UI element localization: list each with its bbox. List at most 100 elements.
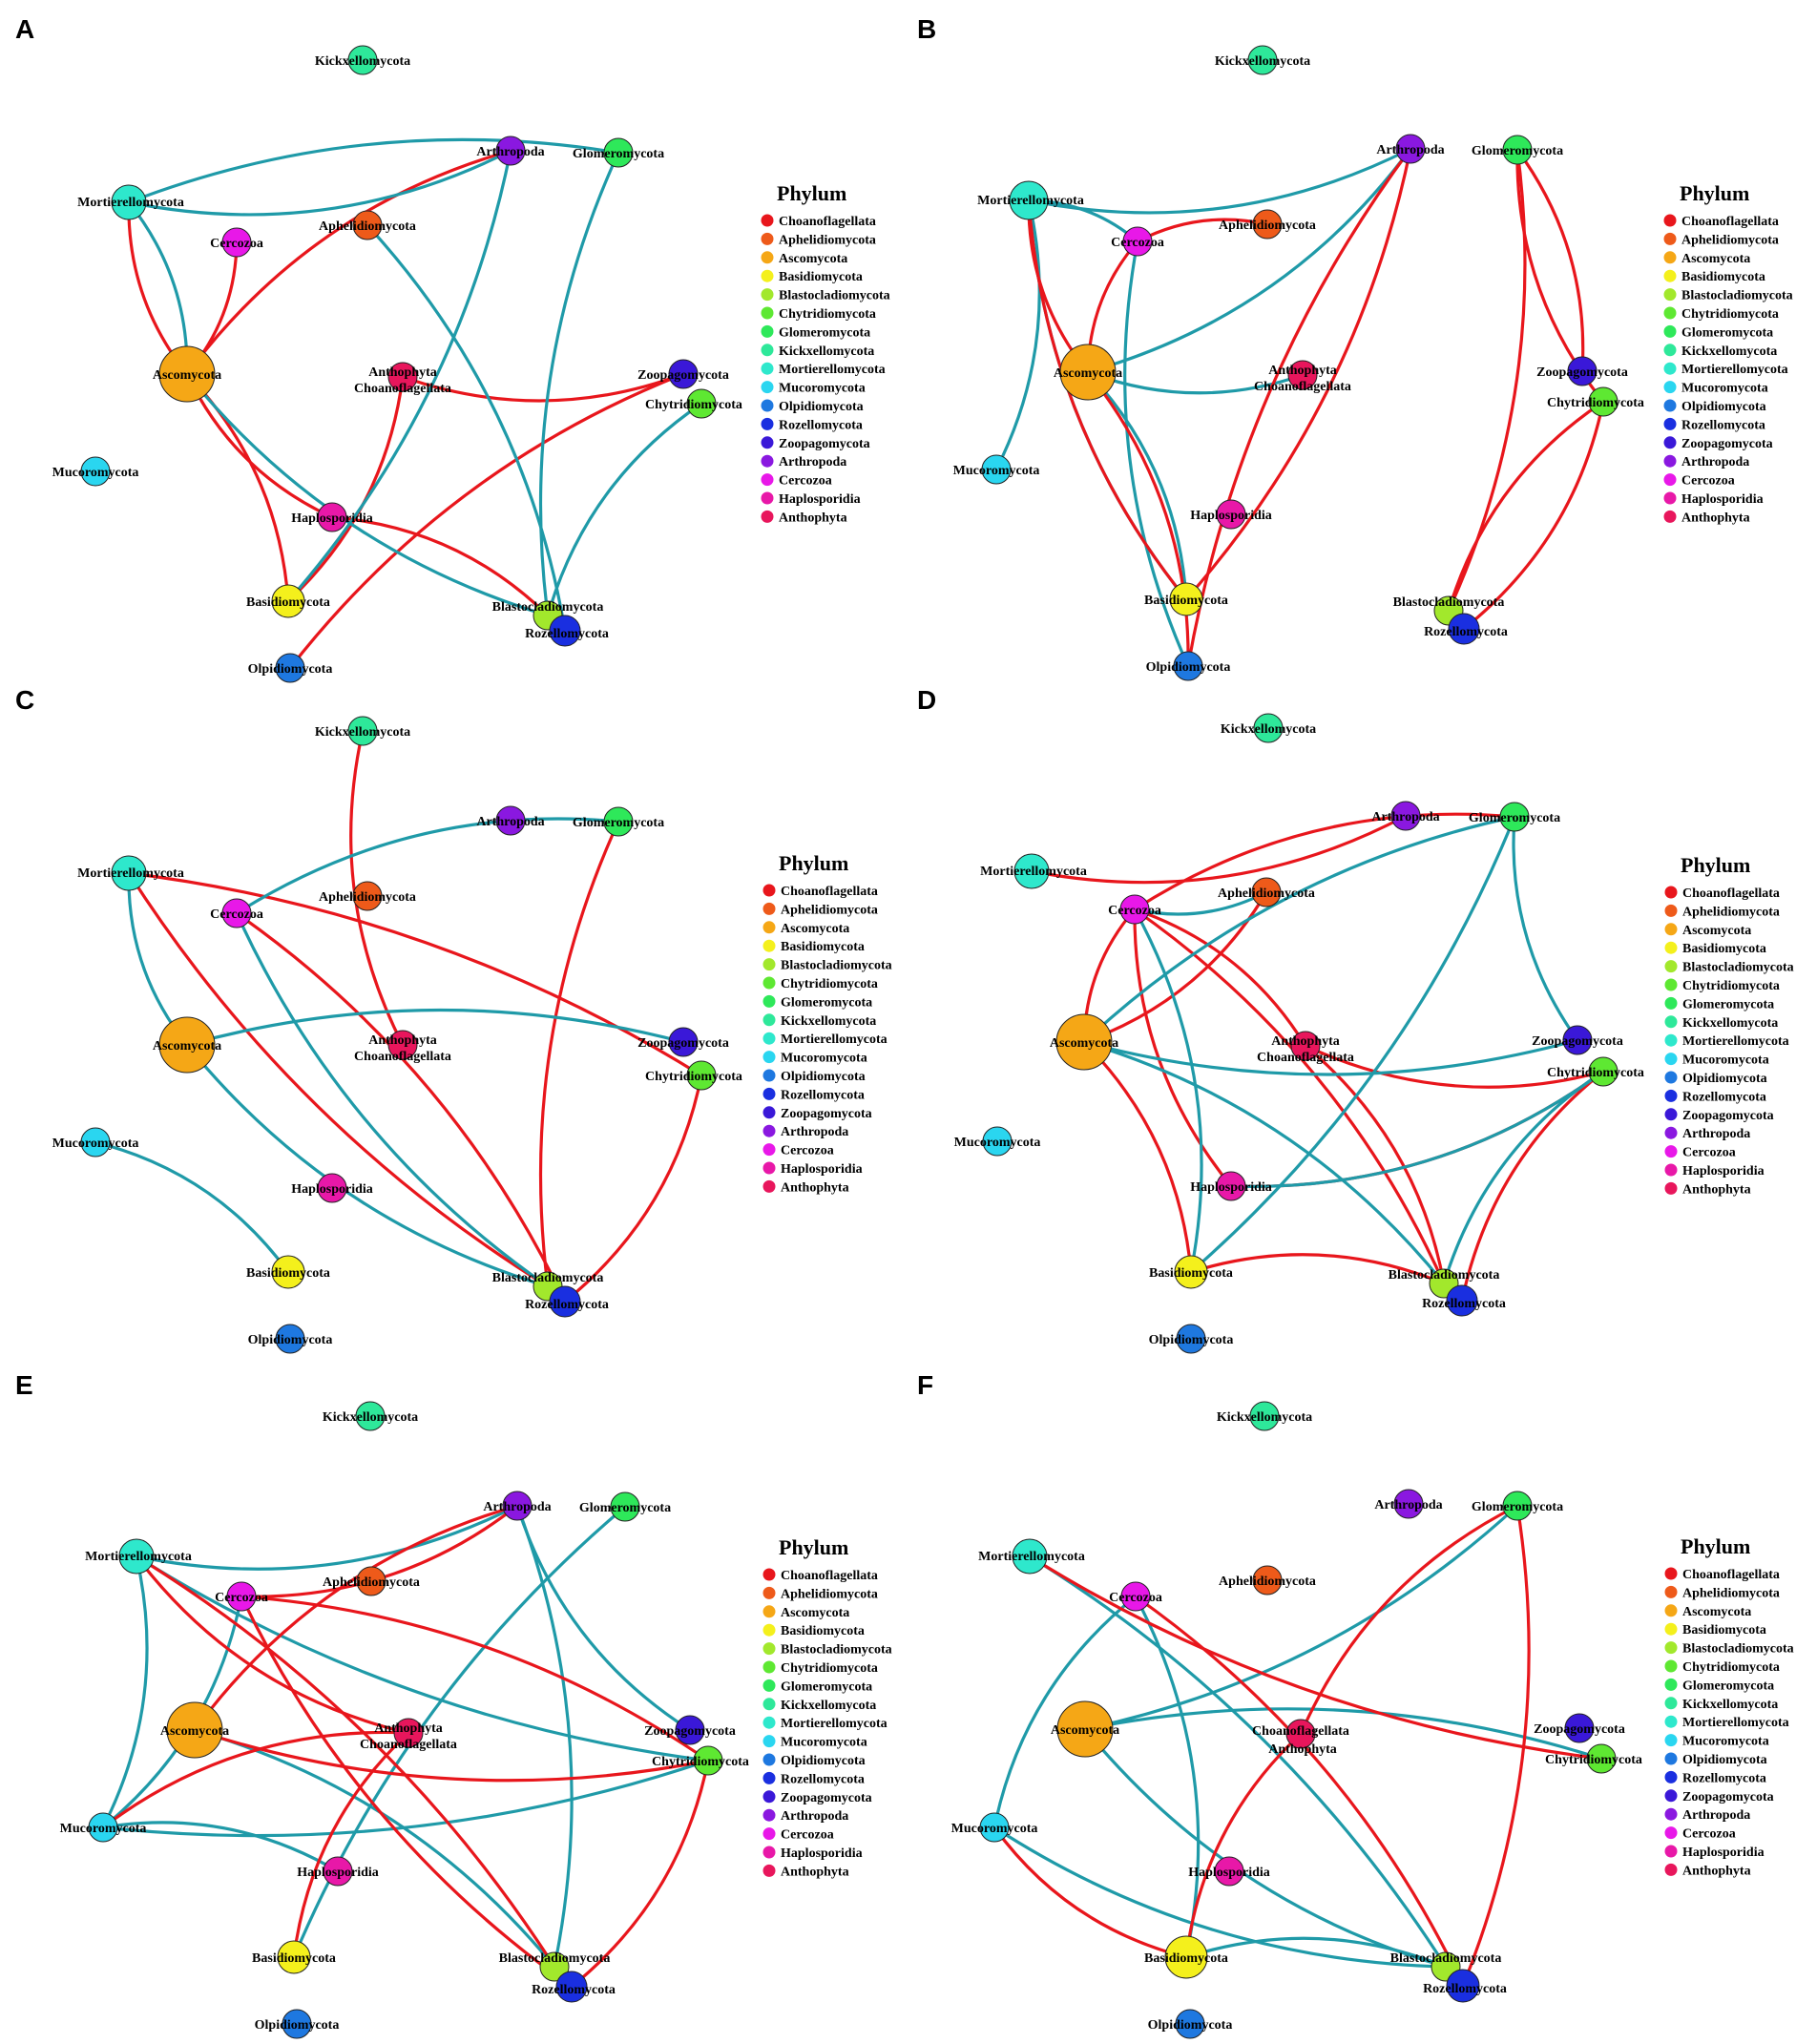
legend: PhylumChoanoflagellataAphelidiomycotaAsc…: [762, 851, 892, 1195]
edge-positive: [136, 1554, 556, 1968]
node-label-haplosporidia: Haplosporidia: [291, 511, 373, 526]
node-label-chytridiomycota: Chytridiomycota: [1547, 396, 1644, 410]
edge-negative: [185, 1043, 549, 1288]
node-anthophyta: [1287, 360, 1318, 390]
node-label-ascomycota: Ascomycota: [1054, 366, 1122, 381]
legend-item-label: Mortierellomycota: [779, 363, 886, 377]
legend-item-label: Haplosporidia: [1682, 1846, 1765, 1860]
node-label-chytridiomycota: Chytridiomycota: [645, 1070, 742, 1084]
edge-positive: [102, 1730, 409, 1829]
node-label-anthophyta: Anthophyta: [374, 1721, 443, 1736]
node-group: [982, 713, 1619, 1354]
legend-title: Phylum: [779, 851, 848, 875]
legend-swatch: [1664, 1145, 1678, 1158]
node-basidiomycota: [271, 1255, 305, 1289]
edge-negative: [993, 1825, 1447, 1969]
node-group: [80, 45, 717, 683]
legend-swatch: [762, 1660, 776, 1674]
legend-item-label: Zoopagomycota: [1682, 1109, 1774, 1123]
edge-positive: [1230, 1070, 1604, 1188]
legend-item-label: Chytridiomycota: [1682, 979, 1780, 993]
edge-negative: [102, 1759, 709, 1838]
legend-item-label: Haplosporidia: [781, 1162, 863, 1177]
edge-negative: [1084, 1504, 1519, 1731]
legend-item-label: Mucoromycota: [1681, 382, 1768, 396]
edge-positive: [1447, 400, 1604, 612]
legend-item-label: Cercozoa: [1682, 1827, 1736, 1842]
node-label-zoopagomycota: Zoopagomycota: [637, 368, 729, 383]
legend-swatch: [762, 884, 776, 897]
legend-swatch: [1664, 996, 1678, 1010]
legend-item-label: Glomeromycota: [1681, 325, 1773, 340]
legend: PhylumChoanoflagellataAphelidiomycotaAsc…: [761, 181, 890, 525]
node-label-mortierellomycota: Mortierellomycota: [980, 865, 1087, 879]
legend-swatch: [762, 1013, 776, 1027]
node-kickxellomycota: [1247, 45, 1278, 75]
edge-positive: [1134, 907, 1307, 1047]
legend-item-label: Anthophyta: [779, 511, 847, 525]
node-rozellomycota: [555, 1971, 588, 2003]
legend-item-label: Glomeromycota: [779, 325, 870, 340]
edge-positive: [1133, 908, 1233, 1188]
legend-swatch: [1664, 1678, 1678, 1691]
edge-positive: [1027, 199, 1188, 601]
legend-item-label: Blastocladiomycota: [781, 1643, 892, 1658]
legend-swatch: [1664, 1826, 1678, 1840]
node-mortierellomycota: [111, 855, 147, 891]
node-arthropoda: [1395, 134, 1426, 164]
node-label-olpidiomycota: Olpidiomycota: [248, 662, 333, 677]
legend-swatch: [762, 921, 776, 934]
legend-item-label: Rozellomycota: [1681, 418, 1765, 432]
legend-title: Phylum: [1680, 181, 1749, 205]
edge-group: [992, 1504, 1602, 1987]
legend-swatch: [1663, 510, 1677, 523]
legend-item-label: Glomeromycota: [781, 1679, 872, 1694]
node-mucoromycota: [88, 1812, 118, 1843]
node-ascomycota: [1055, 1013, 1113, 1071]
legend-item-label: Cercozoa: [1681, 474, 1735, 489]
node-label-chytridiomycota: Chytridiomycota: [1545, 1753, 1642, 1767]
legend-item-label: Choanoflagellata: [1681, 215, 1779, 229]
node-chytridiomycota: [1588, 386, 1619, 417]
legend-item-label: Anthophyta: [1682, 1182, 1751, 1197]
node-label-ascomycota: Ascomycota: [1050, 1036, 1118, 1051]
legend-swatch: [1663, 344, 1677, 357]
edge-positive: [128, 871, 702, 1077]
legend-swatch: [1663, 417, 1677, 430]
node-label-glomeromycota: Glomeromycota: [579, 1501, 671, 1515]
legend-item-label: Glomeromycota: [1682, 997, 1774, 1012]
legend-item-label: Arthropoda: [779, 455, 846, 469]
node-label-blastocladiomycota: Blastocladiomycota: [1393, 595, 1505, 610]
node-basidiomycota: [277, 1940, 311, 1974]
node-label-choanoflagellata: Choanoflagellata: [1254, 380, 1351, 394]
legend-swatch: [1663, 362, 1677, 375]
legend: PhylumChoanoflagellataAphelidiomycotaAsc…: [762, 1535, 892, 1879]
legend-item-label: Cercozoa: [779, 474, 832, 489]
node-glomeromycota: [603, 806, 634, 837]
node-label-arthropoda: Arthropoda: [1371, 810, 1439, 824]
legend-item-label: Anthophyta: [1681, 511, 1750, 525]
node-label-mucoromycota: Mucoromycota: [52, 1137, 139, 1151]
legend-item-label: Glomeromycota: [1682, 1679, 1774, 1693]
node-label-arthropoda: Arthropoda: [483, 1500, 551, 1514]
node-olpidiomycota: [282, 2009, 312, 2039]
legend-item-label: Choanoflagellata: [1682, 1568, 1780, 1582]
edge-negative: [1083, 1038, 1578, 1076]
edge-positive: [292, 1731, 410, 1958]
legend-item-label: Chytridiomycota: [1681, 307, 1779, 322]
legend-title: Phylum: [1681, 853, 1750, 877]
node-rozellomycota: [1446, 1284, 1478, 1317]
legend-swatch: [761, 251, 774, 264]
node-label-aphelidiomycota: Aphelidiomycota: [319, 219, 416, 234]
legend-swatch: [1663, 473, 1677, 487]
legend-item-label: Olpidiomycota: [779, 400, 864, 414]
legend-item-label: Arthropoda: [1682, 1127, 1750, 1141]
legend-swatch: [1664, 1734, 1678, 1747]
legend-item-label: Anthophyta: [781, 1180, 849, 1195]
node-label-basidiomycota: Basidiomycota: [1144, 594, 1228, 608]
legend-item-label: Olpidiomycota: [781, 1070, 866, 1084]
legend-item-label: Ascomycota: [779, 252, 847, 266]
legend-item-label: Chytridiomycota: [781, 1661, 878, 1676]
node-group: [88, 1401, 723, 2039]
